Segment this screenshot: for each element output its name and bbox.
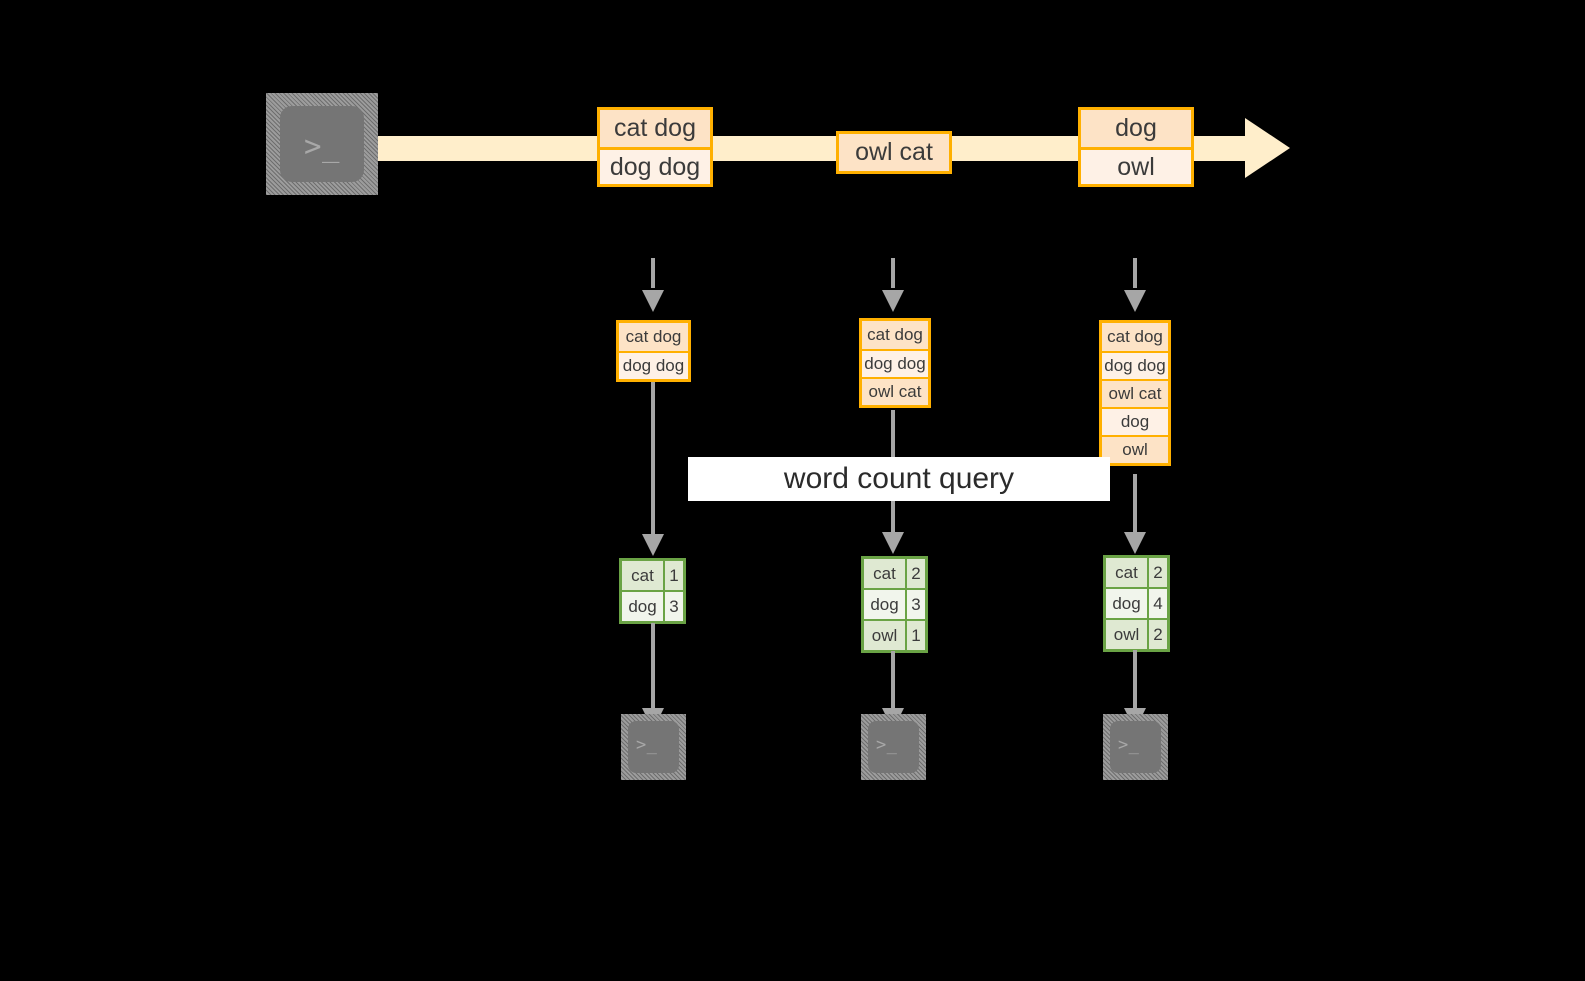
column-3-input-stack: cat dog dog dog owl cat dog owl: [1099, 320, 1171, 466]
column-1-input-stack: cat dog dog dog: [616, 320, 691, 382]
result-count: 2: [1147, 558, 1167, 587]
result-word: dog: [622, 592, 663, 621]
input-line: owl: [1102, 435, 1168, 463]
column-3-dashed-arrowhead: [1124, 290, 1146, 312]
result-count: 2: [905, 559, 925, 588]
record-line: owl cat: [839, 134, 949, 171]
record-line: owl: [1081, 147, 1191, 184]
column-3-sink-connector: [1133, 650, 1137, 708]
input-line: dog dog: [1102, 351, 1168, 379]
column-2-input-stack: cat dog dog dog owl cat: [859, 318, 931, 408]
input-line: cat dog: [619, 323, 688, 351]
column-1-query-arrowhead: [642, 534, 664, 556]
column-3-sink-terminal-icon[interactable]: >_: [1103, 714, 1168, 780]
column-2-sink-terminal-icon[interactable]: >_: [861, 714, 926, 780]
result-word: owl: [1106, 620, 1147, 649]
terminal-prompt-glyph: >_: [636, 735, 658, 755]
result-word: cat: [1106, 558, 1147, 587]
column-2-sink-connector: [891, 651, 895, 708]
result-count: 2: [1147, 620, 1167, 649]
record-line: cat dog: [600, 110, 710, 147]
table-row: dog 4: [1106, 587, 1167, 618]
column-1-dashed-connector: [651, 258, 655, 288]
result-count: 3: [663, 592, 683, 621]
column-3-query-arrowhead: [1124, 532, 1146, 554]
column-2-result-table: cat 2 dog 3 owl 1: [861, 556, 928, 653]
stream-record-1: cat dog dog dog: [597, 107, 713, 187]
column-1-query-connector: [651, 382, 655, 534]
terminal-face: [628, 721, 679, 773]
column-1-dashed-arrowhead: [642, 290, 664, 312]
result-word: dog: [1106, 589, 1147, 618]
result-word: cat: [864, 559, 905, 588]
input-line: dog: [1102, 407, 1168, 435]
terminal-prompt-glyph: >_: [876, 735, 898, 755]
column-3-dashed-connector: [1133, 258, 1137, 288]
result-word: owl: [864, 621, 905, 650]
input-line: owl cat: [1102, 379, 1168, 407]
table-row: cat 1: [622, 561, 683, 590]
source-terminal-icon[interactable]: >_: [266, 93, 378, 195]
column-1-sink-terminal-icon[interactable]: >_: [621, 714, 686, 780]
input-line: dog dog: [619, 351, 688, 379]
column-2-query-arrowhead: [882, 532, 904, 554]
stream-record-2: owl cat: [836, 131, 952, 174]
table-row: owl 2: [1106, 618, 1167, 649]
table-row: cat 2: [864, 559, 925, 588]
column-3-result-table: cat 2 dog 4 owl 2: [1103, 555, 1170, 652]
column-1-sink-connector: [651, 623, 655, 708]
result-count: 1: [905, 621, 925, 650]
column-2-dashed-arrowhead: [882, 290, 904, 312]
terminal-face: [868, 721, 919, 773]
table-row: owl 1: [864, 619, 925, 650]
input-line: dog dog: [862, 349, 928, 377]
column-1-result-table: cat 1 dog 3: [619, 558, 686, 624]
table-row: dog 3: [622, 590, 683, 621]
input-line: cat dog: [1102, 323, 1168, 351]
result-word: cat: [622, 561, 663, 590]
result-count: 4: [1147, 589, 1167, 618]
column-3-query-connector: [1133, 474, 1137, 532]
terminal-prompt-glyph: >_: [304, 129, 341, 163]
terminal-face: [280, 106, 364, 182]
word-count-query-label: word count query: [688, 457, 1110, 501]
result-count: 1: [663, 561, 683, 590]
table-row: dog 3: [864, 588, 925, 619]
column-2-dashed-connector: [891, 258, 895, 288]
result-word: dog: [864, 590, 905, 619]
stream-band-arrowhead: [1245, 118, 1290, 178]
input-line: cat dog: [862, 321, 928, 349]
record-line: dog: [1081, 110, 1191, 147]
stream-record-3: dog owl: [1078, 107, 1194, 187]
table-row: cat 2: [1106, 558, 1167, 587]
input-line: owl cat: [862, 377, 928, 405]
terminal-face: [1110, 721, 1161, 773]
record-line: dog dog: [600, 147, 710, 184]
terminal-prompt-glyph: >_: [1118, 735, 1140, 755]
result-count: 3: [905, 590, 925, 619]
